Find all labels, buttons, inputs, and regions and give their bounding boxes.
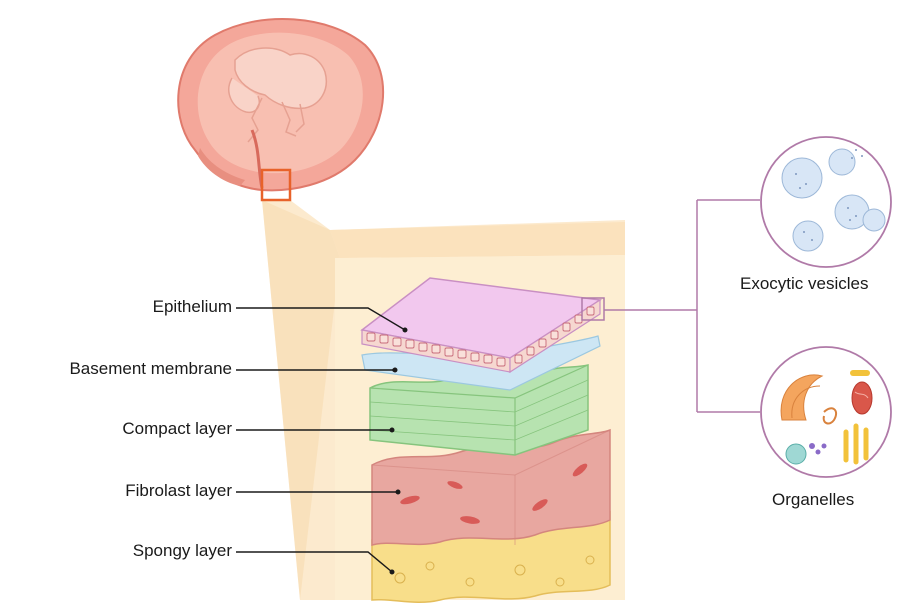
- inset-connector: [604, 200, 760, 412]
- label-fibroblast-layer: Fibrolast layer: [125, 481, 232, 501]
- exocytic-vesicles-inset: [761, 137, 891, 267]
- organelles-inset: [761, 347, 891, 477]
- label-exocytic-vesicles: Exocytic vesicles: [740, 274, 868, 294]
- uterus-with-fetus: [178, 19, 383, 200]
- label-organelles: Organelles: [772, 490, 854, 510]
- label-compact-layer: Compact layer: [122, 419, 232, 439]
- label-spongy-layer: Spongy layer: [133, 541, 232, 561]
- label-epithelium: Epithelium: [153, 297, 232, 317]
- label-basement-membrane: Basement membrane: [69, 359, 232, 379]
